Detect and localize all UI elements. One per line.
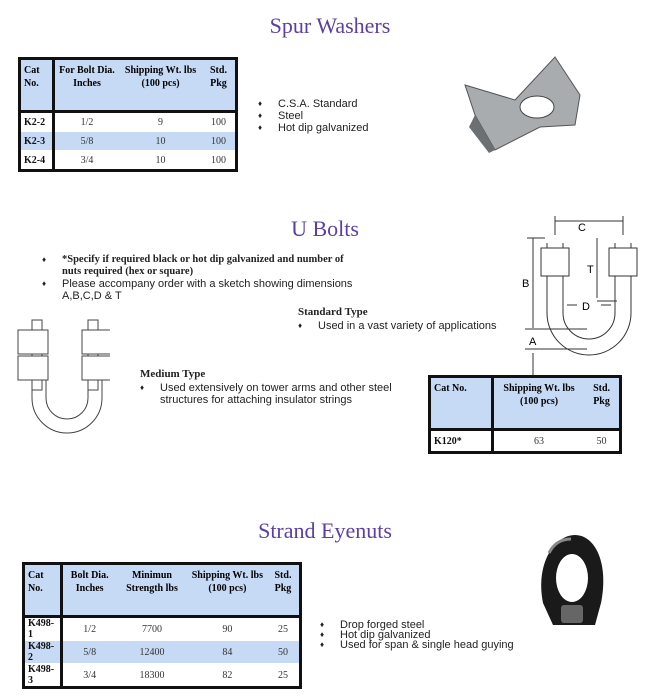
list-item: Hot dip galvanized <box>320 630 514 641</box>
cell: 100 <box>201 131 237 151</box>
cell: 7700 <box>116 616 188 641</box>
list-item: *Specify if required black or hot dip ga… <box>42 254 362 278</box>
standard-type-features: Used in a vast variety of applications <box>298 320 497 332</box>
list-item: Used for span & single head guying <box>320 640 514 651</box>
cell: 9 <box>119 111 202 132</box>
col-header: Cat No. <box>23 563 64 618</box>
u-bolt-dimension-diagram: C B T D A <box>522 216 638 378</box>
cell: 100 <box>201 111 237 132</box>
list-item: Drop forged steel <box>320 620 514 631</box>
col-header: Shipping Wt. lbs (100 pcs) <box>492 376 585 431</box>
cell: 84 <box>187 640 267 664</box>
u-bolts-table: Cat No.Shipping Wt. lbs (100 pcs)Std. Pk… <box>428 375 622 454</box>
col-header: Minimun Strength lbs <box>116 563 188 618</box>
section-title-strand-eyenuts: Strand Eyenuts <box>258 518 392 543</box>
cell: K498-1 <box>23 616 64 641</box>
cell: 100 <box>201 150 237 171</box>
strand-eyenut-image <box>541 535 604 625</box>
cell: 12400 <box>116 640 188 664</box>
u-bolts-notes: *Specify if required black or hot dip ga… <box>42 254 362 302</box>
dim-label-c: C <box>578 222 586 234</box>
col-header: Cat No. <box>429 376 494 431</box>
cell: K2-2 <box>19 111 55 132</box>
strand-eyenuts-features: Drop forged steel Hot dip galvanized Use… <box>320 620 514 651</box>
cell: 1/2 <box>53 111 120 132</box>
col-header: Std. Pkg <box>201 58 237 113</box>
col-header: Std. Pkg <box>266 563 301 618</box>
cell: 5/8 <box>61 640 117 664</box>
col-header: Bolt Dia. Inches <box>61 563 117 618</box>
cell: 1/2 <box>61 616 117 641</box>
medium-type-label: Medium Type <box>140 368 206 380</box>
section-title-u-bolts: U Bolts <box>291 216 359 241</box>
dim-label-d: D <box>582 301 590 313</box>
dim-label-b: B <box>522 278 529 290</box>
cell: 25 <box>266 616 301 641</box>
col-header: Shipping Wt. lbs (100 pcs) <box>187 563 267 618</box>
list-item: Used in a vast variety of applications <box>298 320 497 332</box>
list-item: Used extensively on tower arms and other… <box>140 382 430 406</box>
spur-washer-image <box>464 56 581 153</box>
cell: 5/8 <box>53 131 120 151</box>
cell: K2-3 <box>19 131 55 151</box>
list-item: Hot dip galvanized <box>258 122 369 134</box>
cell: 10 <box>119 131 202 151</box>
spur-washers-features: C.S.A. Standard Steel Hot dip galvanized <box>258 98 369 134</box>
cell: 3/4 <box>61 663 117 688</box>
col-header: Cat No. <box>19 58 55 113</box>
col-header: For Bolt Dia. Inches <box>53 58 120 113</box>
cell: K2-4 <box>19 150 55 171</box>
medium-type-features: Used extensively on tower arms and other… <box>140 382 430 406</box>
cell: 82 <box>187 663 267 688</box>
medium-u-bolt-image <box>17 319 110 434</box>
cell: K498-2 <box>23 640 64 664</box>
cell: K498-3 <box>23 663 64 688</box>
col-header: Shipping Wt. lbs (100 pcs) <box>119 58 202 113</box>
cell: 25 <box>266 663 301 688</box>
section-title-spur-washers: Spur Washers <box>269 13 391 38</box>
standard-type-label: Standard Type <box>298 306 368 318</box>
cell: 3/4 <box>53 150 120 171</box>
col-header: Std. Pkg <box>584 376 621 431</box>
dim-label-a: A <box>529 336 537 348</box>
cell: 18300 <box>116 663 188 688</box>
cell: 50 <box>266 640 301 664</box>
list-item: C.S.A. Standard <box>258 98 369 110</box>
cell: 63 <box>492 429 585 453</box>
cell: 90 <box>187 616 267 641</box>
list-item: Please accompany order with a sketch sho… <box>42 278 362 302</box>
cell: 10 <box>119 150 202 171</box>
dim-label-t: T <box>587 264 594 276</box>
cell: 50 <box>584 429 621 453</box>
list-item: Steel <box>258 110 369 122</box>
cell: K120* <box>429 429 494 453</box>
